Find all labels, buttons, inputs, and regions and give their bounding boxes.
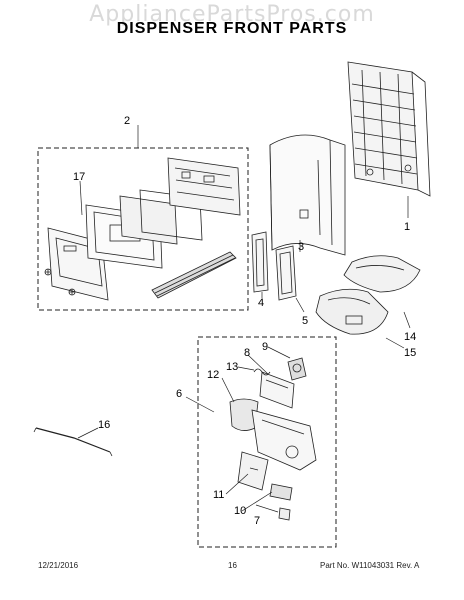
part-control-board (167, 157, 241, 216)
part-16-wire (33, 427, 113, 457)
callout-8: 8 (244, 347, 250, 359)
callout-9: 9 (262, 341, 268, 353)
part-14-tray (343, 255, 421, 293)
part-6-dispenser-housing (251, 409, 317, 471)
part-screws (44, 268, 76, 296)
watermark-text: AppliancePartsPros.com (89, 2, 375, 27)
leader-lines (77, 125, 411, 513)
part-10-switch (269, 483, 293, 501)
footer-part-number: Part No. W11043031 Rev. A (320, 561, 420, 570)
callout-16: 16 (98, 419, 110, 431)
group-box-6 (197, 336, 337, 548)
callout-15: 15 (404, 347, 416, 359)
callout-5: 5 (302, 315, 308, 327)
part-13-spring (253, 368, 271, 376)
part-11-actuator (237, 451, 269, 491)
callout-labels: 1 2 3 4 5 6 7 8 9 10 11 12 13 14 15 16 1… (73, 115, 416, 527)
part-1-housing (347, 61, 431, 197)
part-15-tray (315, 288, 389, 335)
page-title: DISPENSER FRONT PARTS (116, 20, 348, 37)
callout-4: 4 (258, 297, 264, 309)
part-5-bracket (275, 245, 297, 301)
part-9-motor (287, 357, 307, 381)
callout-3: 3 (298, 241, 304, 253)
callout-10: 10 (234, 505, 246, 517)
callout-1: 1 (404, 221, 410, 233)
callout-11: 11 (213, 489, 224, 501)
callout-2: 2 (124, 115, 130, 127)
callout-17: 17 (73, 171, 85, 183)
callout-13: 13 (226, 361, 238, 373)
part-4-bracket (251, 231, 269, 293)
callout-7: 7 (254, 515, 260, 527)
part-3-front-panel (269, 134, 346, 256)
group-box-2 (37, 147, 249, 311)
callout-12: 12 (207, 369, 219, 381)
part-7-pin (278, 507, 291, 521)
part-8-solenoid (259, 371, 295, 409)
callout-6: 6 (176, 388, 182, 400)
footer-page-number: 16 (228, 561, 237, 570)
footer-date: 12/21/2016 (38, 561, 79, 570)
callout-14: 14 (404, 331, 416, 343)
part-ribbon-cable (151, 251, 237, 299)
